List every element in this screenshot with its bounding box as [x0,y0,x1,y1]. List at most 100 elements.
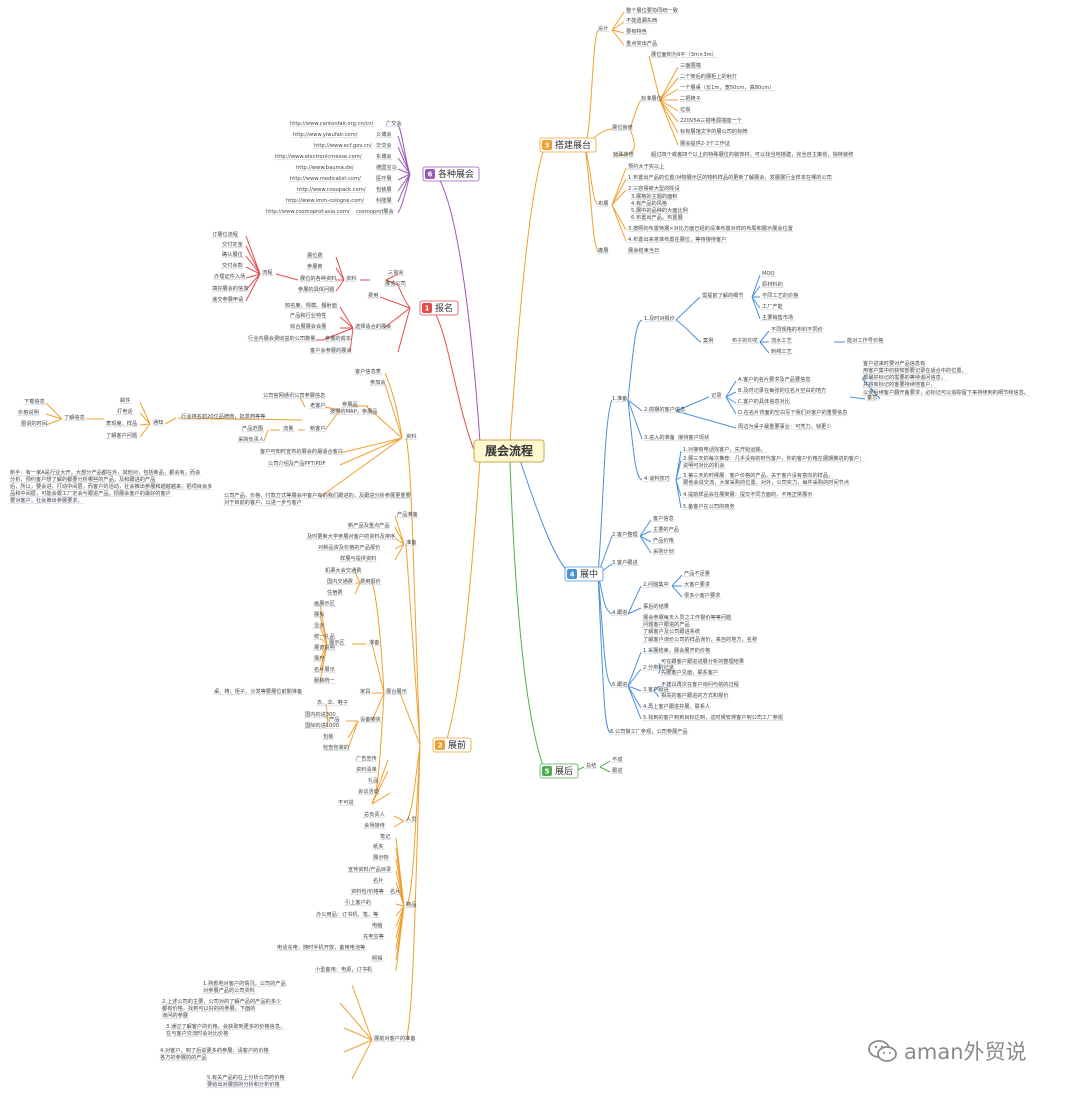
node-label: 展板 [314,610,325,618]
node-label: 展示区 [329,639,345,646]
node-label: 名片 [373,876,383,884]
node-label: 2.前期的客户信息 [644,405,685,413]
node-label: 原材料的 [762,280,783,288]
node-label: 确认展位 [222,250,243,258]
node-label: 1.熟悉地对客户的情况，公司的产品 [203,979,286,987]
branch-number: 2 [438,742,443,750]
node-label: 电脑 [372,921,382,929]
node-label: 大客户要求 [684,580,711,588]
node-label: 引上客户的 [345,898,371,906]
node-label: 采购计划 [653,547,674,555]
wechat-icon [868,1040,897,1062]
node-label: 4.布置出来将准布置在展位，等待接待客户 [628,235,726,243]
node-label: 表现度，样品 [106,419,137,427]
branch-label: 展前 [448,739,466,751]
node-label: http://www.bauma.de/ [296,165,354,171]
node-label: 下载信息 [24,397,45,405]
node-label: 广告宣传 [356,754,377,762]
node-label: 邮件 [120,396,130,404]
node-label: 4.谈判技巧 [644,474,670,482]
node-label: 1.布置出产品的位置/对物展示区的物料样品的更新了解展会，发展展行业样本在哪的公… [628,173,832,181]
node-label: 总结 [586,761,596,769]
node-label: 家具 [360,687,370,695]
node-label: 展会结束当日 [628,246,659,254]
node-label: 名片 [390,887,400,895]
node-label: 6.布置出产品，布置展 [631,213,683,221]
node-label: 资料包/价格等 [351,887,384,895]
node-label: 样展与提供资料 [340,554,376,562]
node-label: 4.对客户，到了后说更多的参展，请客户的价格 [160,1046,270,1054]
branch-number: 3 [545,142,550,150]
node-label: 准备 [369,638,380,646]
node-label: 流程 [262,268,272,276]
node-label: 3.展格的主题的面积 [631,192,677,200]
node-label: 包装展 [376,185,392,193]
branch-badge [435,740,445,750]
link-zhanhou [509,461,546,772]
node-label: 资料 [346,274,356,282]
branch-badge [542,140,552,150]
node-label: 1.采展结束，展会展开的价格 [643,646,711,654]
node-label: 先跟客户见面，联系客户 [661,668,718,676]
node-label: 通知 [153,418,163,426]
node-label: 刺绣工艺 [771,347,792,355]
node-label: 6.公司做工厂参观，公司参展产品 [610,727,688,735]
node-label: 对新品资及价格的产品报价 [318,543,381,551]
node-label: 产品 [329,715,339,723]
node-label: 展会提供2-3个工作证 [680,139,730,147]
node-label: 展览说明 [314,643,335,651]
node-label: 德国宝马 [376,163,397,171]
node-label: 纸夹 [373,842,383,850]
node-label: MOQ [762,271,775,277]
node-label: 包装 [323,732,333,740]
node-label: 2.客户整理 [612,530,639,538]
node-label: 3.通过了解客户的价格，会获取到更多的价格信息， [166,1022,285,1030]
node-label: http://www.yiwufair.com/ [293,132,358,138]
node-label: 要有特色 [626,27,647,35]
node-label: 充电宝等 [363,932,384,940]
node-label: 展台展示 [386,687,407,695]
node-label: 2.分类的记录 [643,663,674,671]
node-label: 公司介绍及产品PPT/PDF [268,459,326,467]
node-label: 特殊装修 [613,150,635,158]
node-label: 2.上述公司的主要，公司对的了解产品的产品的多少 [162,997,281,1005]
node-label: 分析，预约客户想了解的都要分析哪些的产品，及和跟进的产品 [10,475,155,483]
node-label: 公司产品，价格，付款方式等展会中客户有的我们跟进的，及跟进分析参展更重要 [224,491,411,499]
node-label: 画展示区 [314,600,335,607]
node-label: 机票大会交通费 [325,566,361,574]
branch-badge [542,766,552,776]
node-label: 产品准备 [397,510,419,518]
node-label: 4.有产品的风格 [631,199,668,207]
node-label: 询问的参展 [162,1011,188,1019]
node-label: 二个架后的展柜上的射灯 [680,72,737,80]
node-label: 参展的具体问题 [298,285,334,293]
node-label: 医疗展 [376,174,392,182]
node-label: 交付定金 [222,240,244,248]
node-label: 客户可知时宣布的展会的最适合客户 [260,447,343,455]
node-label: 工厂产能 [762,302,783,310]
node-label: 国内交通费 [327,577,353,585]
node-label: 3.客户跟进 [643,685,669,693]
node-label: 二把椅子 [680,94,701,102]
node-label: 不能遗漏东西 [626,16,657,24]
node-label: 物品 [406,900,416,908]
node-label: 2.展三天的每次推荐：几乎没有的时代客户，你的客户价格在展期推进的客户； [683,454,864,462]
node-label: 设计 [598,24,608,32]
branch-number: 6 [428,171,433,179]
node-label: 展位的各种资料 [300,274,336,282]
node-label: 显示 [314,622,324,629]
node-label: http://www.electronicmesse.com/ [275,154,362,160]
node-label: 新产品及重点产品 [348,521,390,529]
node-label: 要对客户，社会推出参展要求。 [10,496,83,504]
branch-number: 5 [545,768,550,776]
node-label: 2.三容易被大型的陈设 [628,184,680,192]
node-label: 总负责人 [364,810,385,818]
node-label: 很多小客户要求 [684,591,721,599]
branch-label: 搭建展台 [555,139,591,151]
node-label: 展览公司 [385,279,406,287]
node-label: 整个展位要协同统一致 [626,6,679,14]
